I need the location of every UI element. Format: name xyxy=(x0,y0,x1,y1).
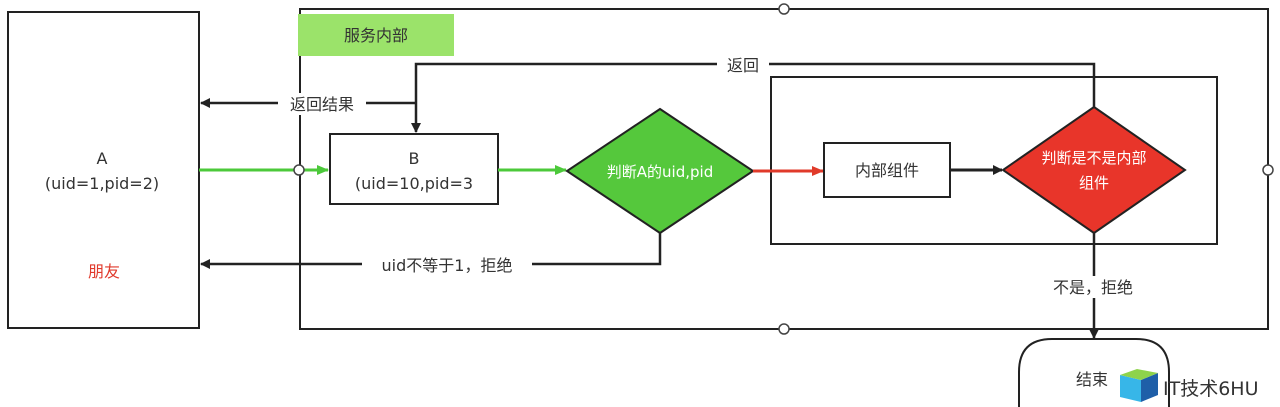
boundary-handle-right xyxy=(1262,164,1274,176)
node-b-ids: (uid=10,pid=3 xyxy=(355,174,473,193)
service-area-label-box xyxy=(298,14,454,56)
end-node-label: 结束 xyxy=(1076,370,1108,389)
node-b-title: B xyxy=(409,149,420,168)
node-a-relation: 朋友 xyxy=(88,262,120,281)
node-a-ids: (uid=1,pid=2) xyxy=(45,174,159,193)
decision-internal-diamond xyxy=(1001,105,1187,235)
edge-uid-reject xyxy=(200,233,662,269)
decision-uid-label: 判断A的uid,pid xyxy=(607,163,713,181)
boundary-handle-bottom xyxy=(778,323,790,335)
node-a-box xyxy=(7,11,200,329)
edge-a-to-b-handle xyxy=(293,164,305,176)
internal-component-box xyxy=(823,142,951,198)
node-a-title: A xyxy=(97,149,108,168)
edge-uid-reject-label: uid不等于1，拒绝 xyxy=(382,256,513,275)
node-b-box xyxy=(329,133,499,205)
service-area-label: 服务内部 xyxy=(344,26,408,45)
edge-return-result-label: 返回结果 xyxy=(290,95,354,114)
decision-internal-line2: 组件 xyxy=(1079,174,1109,192)
edge-return-label: 返回 xyxy=(727,56,759,75)
boundary-handle-top xyxy=(778,3,790,15)
edge-not-reject-label: 不是，拒绝 xyxy=(1053,278,1133,297)
internal-group-box xyxy=(770,76,1218,245)
decision-internal-line1: 判断是不是内部 xyxy=(1041,149,1146,167)
internal-component-label: 内部组件 xyxy=(855,161,919,180)
watermark-logo-icon xyxy=(1120,369,1158,402)
watermark-text: IT技术6HU xyxy=(1163,378,1259,400)
